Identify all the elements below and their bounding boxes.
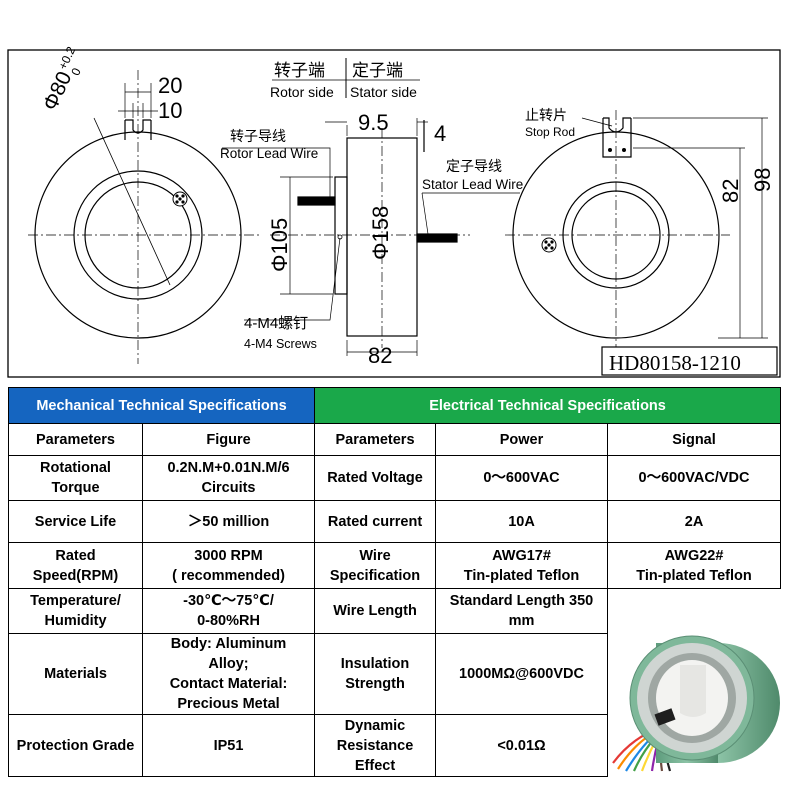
column-header-row: Parameters Figure Parameters Power Signa… [8,423,782,456]
col-power: Power [435,423,609,456]
mech-param: Service Life [8,500,143,543]
dim-20: 20 [158,73,182,98]
model-number: HD80158-1210 [609,351,741,375]
col-figure: Figure [141,423,316,456]
rotor-lead-en: Rotor Lead Wire [220,146,318,161]
mech-param: Rated Speed(RPM) [8,542,143,589]
elec-param: Rated Voltage [314,455,437,501]
technical-drawing: 20 10 Φ80 +0.2 0 转子端 Rotor side [7,44,781,378]
mech-param: Materials [8,633,143,715]
power-value: AWG17# Tin-plated Teflon [435,542,609,589]
table-row: Materials Body: Aluminum Alloy; Contact … [8,633,781,715]
rotor-lead-cn: 转子导线 [230,128,286,144]
rotor-side-view [28,70,262,364]
signal-value: 0～600VAC/VDC [607,455,782,501]
dim-82-right: 82 [718,179,743,203]
power-value: 0～600VAC [435,455,609,501]
mech-param: Rotational Torque [8,455,143,501]
product-photo [612,635,780,772]
stator-lead-en: Stator Lead Wire [422,177,523,192]
elec-param: Wire Specification [314,542,437,589]
elec-param: Dynamic Resistance Effect [314,714,437,777]
bore [84,181,192,289]
dim-phi80: Φ80 [39,68,77,114]
drawing-frame [7,49,781,378]
model-box [601,346,778,376]
power-value: Standard Length 350 mm [435,588,609,634]
mechanical-header: Mechanical Technical Specifications [7,387,316,424]
elec-param: Rated current [314,500,437,543]
power-value: 10A [435,500,609,543]
inner-ring [73,170,203,300]
mech-value: -30℃～75℃/ 0-80%RH [141,588,316,634]
side-view [222,58,520,356]
col-signal: Signal [607,423,782,456]
rotor-side-cn: 转子端 [274,61,325,80]
mech-value: Body: Aluminum Alloy; Contact Material: … [141,633,316,715]
mech-param: Temperature/ Humidity [8,588,143,634]
screws-en: 4-M4 Screws [244,337,317,351]
electrical-header: Electrical Technical Specifications [314,387,782,424]
screws-cn: 4-M4螺钉 [244,315,308,332]
signal-value: 2A [607,500,782,543]
dim-phi105: Φ105 [267,218,292,272]
power-value: <0.01Ω [435,714,609,777]
dim-98: 98 [750,168,775,192]
elec-param: Wire Length [314,588,437,634]
stop-rod-en: Stop Rod [525,125,575,139]
rotor-side-en: Rotor side [270,84,334,100]
mech-value: 0.2N.M+0.01N.M/6 Circuits [141,455,316,501]
dim-10: 10 [158,98,182,123]
col-parameters-mech: Parameters [8,423,143,456]
col-parameters-elec: Parameters [314,423,437,456]
elec-param: Insulation Strength [314,633,437,715]
dim-phi158: Φ158 [368,206,393,260]
stator-side-cn: 定子端 [352,61,403,80]
table-row: Protection Grade IP51 Dynamic Resistance… [8,714,781,777]
dim-9-5: 9.5 [358,110,389,135]
power-value: 1000MΩ@600VDC [435,633,609,715]
signal-value: AWG22# Tin-plated Teflon [607,542,782,589]
stator-side-view [505,110,768,362]
table-row: Rated Speed(RPM) 3000 RPM ( recommended)… [8,542,782,589]
mech-param: Protection Grade [8,714,143,777]
wire-outlet-left [172,191,188,207]
mech-value: ＞50 million [141,500,316,543]
mech-value: IP51 [141,714,316,777]
dim-4: 4 [434,121,446,146]
mech-value: 3000 RPM ( recommended) [141,542,316,589]
stop-rod-cn: 止转片 [525,107,567,123]
dim-82-bottom: 82 [368,343,392,368]
table-row: Temperature/ Humidity -30℃～75℃/ 0-80%RH … [8,588,781,634]
outer-ring [34,131,242,339]
stator-side-en: Stator side [350,84,417,100]
spec-table: Mechanical Technical Specifications Elec… [7,387,782,777]
table-row: Rotational Torque 0.2N.M+0.01N.M/6 Circu… [8,455,782,501]
table-row: Service Life ＞50 million Rated current 1… [8,500,782,543]
table-header-row: Mechanical Technical Specifications Elec… [7,387,782,424]
stator-lead-cn: 定子导线 [446,158,502,174]
wire-outlet-right [541,237,557,253]
